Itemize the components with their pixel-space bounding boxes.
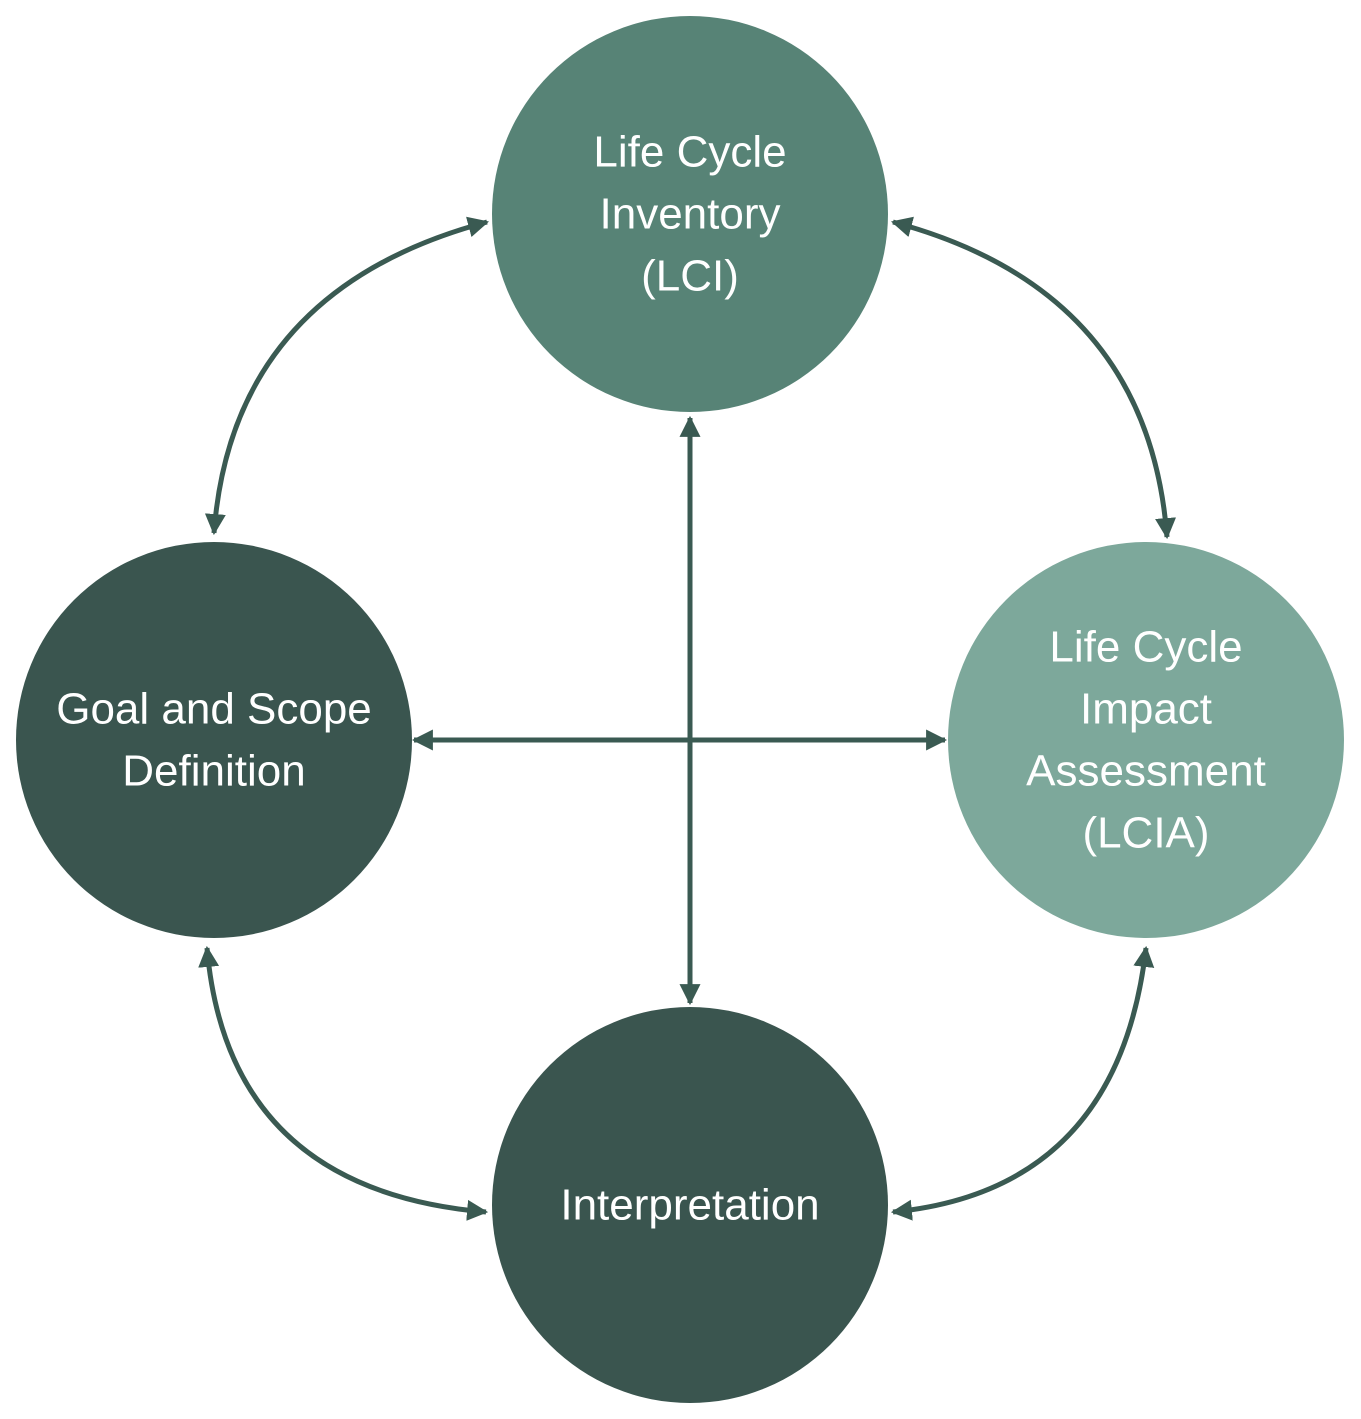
node-interp-label-line: Interpretation bbox=[560, 1181, 819, 1230]
node-lcia-label-line: Impact bbox=[1080, 685, 1212, 734]
node-goal-label-line: Goal and Scope bbox=[56, 685, 372, 734]
node-goal-label-line: Definition bbox=[122, 747, 305, 796]
node-interp: Interpretation bbox=[492, 1007, 888, 1403]
node-interp-circle bbox=[492, 1007, 888, 1403]
node-goal-circle bbox=[16, 542, 412, 938]
node-lci-circle bbox=[492, 16, 888, 412]
connectors bbox=[198, 216, 1177, 1221]
node-lcia-label-line: (LCIA) bbox=[1082, 809, 1209, 858]
node-lcia-circle bbox=[948, 542, 1344, 938]
arrow-lci-goal bbox=[204, 216, 490, 536]
node-lci-label-line: (LCI) bbox=[641, 252, 739, 301]
arrow-goal-interp bbox=[198, 945, 489, 1221]
arrow-lcia-interp bbox=[890, 945, 1155, 1221]
node-lcia-label-line: Life Cycle bbox=[1049, 623, 1242, 672]
arrow-lci-lcia bbox=[890, 216, 1177, 540]
node-lci-label-line: Inventory bbox=[600, 190, 781, 239]
node-lci-label-line: Life Cycle bbox=[593, 128, 786, 177]
node-lcia-label-line: Assessment bbox=[1026, 747, 1266, 796]
